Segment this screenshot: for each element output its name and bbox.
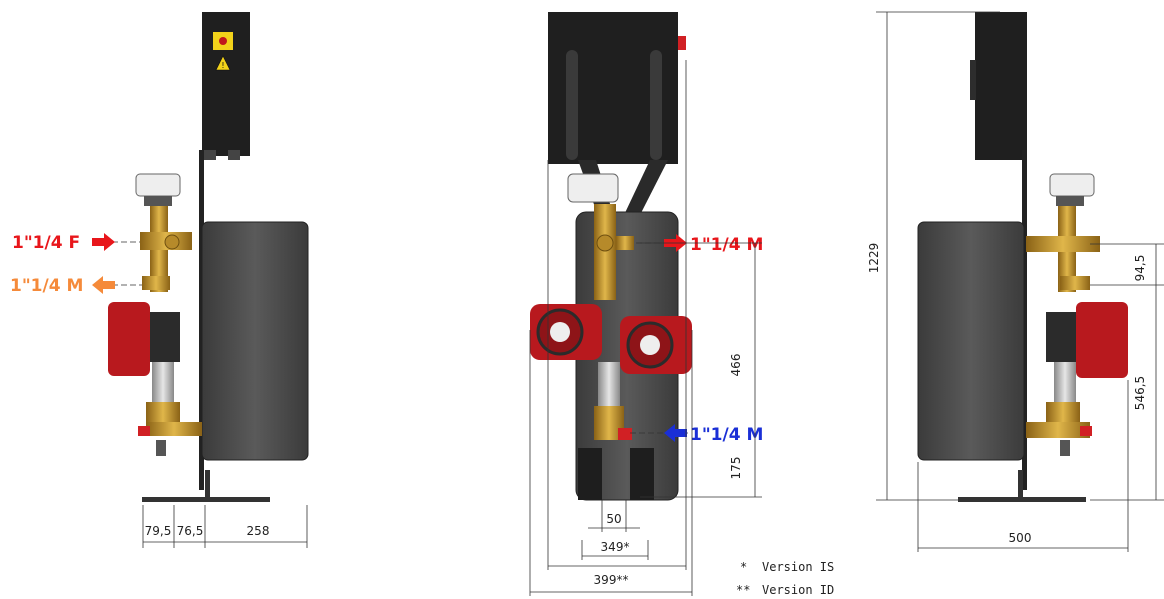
- dim-466: 466: [729, 354, 743, 377]
- conn-return-left: 1"1/4 M: [10, 276, 83, 296]
- legend-star-2: **: [736, 583, 750, 597]
- left-view: ! 1"1/4 F: [10, 12, 309, 548]
- conn-return-center: 1"1/4 M: [690, 425, 763, 445]
- dim-76-5: 76,5: [177, 524, 204, 538]
- arrow-left-icon: [664, 424, 687, 442]
- dim-349: 349*: [601, 540, 630, 554]
- switch-knob: [219, 37, 227, 45]
- control-box-side: [975, 12, 1027, 160]
- dim-500: 500: [1009, 531, 1032, 545]
- right-view: 1229 94,5 546,5 500: [867, 11, 1164, 552]
- circulation-pump: [108, 302, 150, 376]
- legend-label-2: Version ID: [762, 583, 834, 597]
- svg-text:!: !: [221, 61, 224, 70]
- arrow-right-icon: [92, 233, 115, 251]
- buffer-tank: [201, 221, 309, 461]
- dim-50: 50: [606, 512, 621, 526]
- dim-79-5: 79,5: [145, 524, 172, 538]
- center-view: 1"1/4 M 1"1/4 M 466 175 50 349* 399** * …: [529, 12, 834, 597]
- legend-label-1: Version IS: [762, 560, 834, 574]
- dim-546-5: 546,5: [1133, 376, 1147, 410]
- conn-supply-left: 1"1/4 F: [12, 233, 80, 253]
- arrow-left-icon: [92, 276, 115, 294]
- warning-icon: !: [215, 55, 231, 71]
- dim-94-5: 94,5: [1133, 255, 1147, 282]
- dim-175: 175: [729, 457, 743, 480]
- buffer-tank-side: [917, 221, 1025, 461]
- legend-star-1: *: [740, 560, 747, 574]
- pump-left: [530, 304, 602, 360]
- dim-399: 399**: [594, 573, 629, 587]
- dim-258: 258: [247, 524, 270, 538]
- conn-supply-center: 1"1/4 M: [690, 235, 763, 255]
- circulation-pump-side: [1076, 302, 1128, 378]
- valve-actuator: [135, 173, 181, 197]
- pump-right: [620, 316, 692, 374]
- dim-1229: 1229: [867, 243, 881, 274]
